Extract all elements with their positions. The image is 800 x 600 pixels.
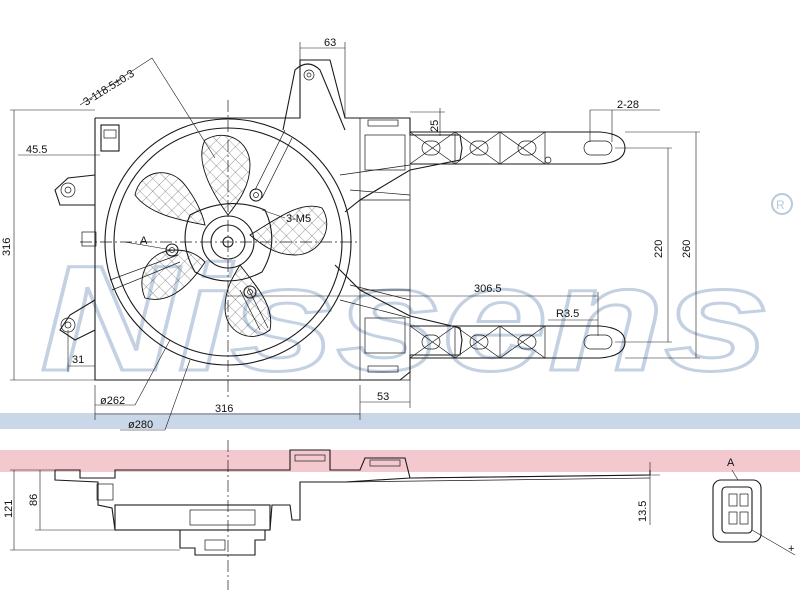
dim-262: ø262 — [100, 395, 125, 407]
dim-2-28: 2-28 — [617, 99, 639, 111]
dim-260: 260 — [681, 240, 693, 258]
dim-63: 63 — [324, 37, 336, 49]
dim-280: ø280 — [128, 419, 153, 431]
dim-25: 25 — [429, 120, 441, 132]
svg-text:R: R — [776, 198, 785, 212]
dim-86: 86 — [28, 494, 40, 506]
connector-detail-a — [712, 469, 796, 556]
dimension-lines — [10, 42, 700, 431]
label-a-front: A — [140, 235, 148, 247]
dim-hole-pattern: 3-118.5±0.3 — [81, 68, 136, 109]
blue-band — [0, 413, 800, 429]
plus-sign: + — [788, 543, 794, 555]
side-view — [10, 440, 660, 590]
fan-blade — [224, 264, 272, 337]
label-a-side: A — [727, 457, 735, 469]
dim-13-5: 13.5 — [637, 501, 649, 522]
dim-53: 53 — [377, 391, 389, 403]
dim-316-vertical: 316 — [1, 238, 13, 256]
dim-3-m5: 3-M5 — [286, 213, 311, 225]
dim-45-5: 45.5 — [26, 144, 47, 156]
dim-220: 220 — [653, 240, 665, 258]
fan-blade — [134, 172, 206, 226]
fan-blade — [201, 134, 251, 216]
dim-121: 121 — [3, 500, 15, 518]
dim-r3-5: R3.5 — [556, 308, 579, 320]
fan-blade — [249, 205, 328, 256]
dim-31: 31 — [72, 354, 84, 366]
registered-mark-icon: R — [771, 193, 793, 215]
dim-316-horizontal: 316 — [215, 403, 233, 415]
dim-306-5: 306.5 — [474, 283, 502, 295]
